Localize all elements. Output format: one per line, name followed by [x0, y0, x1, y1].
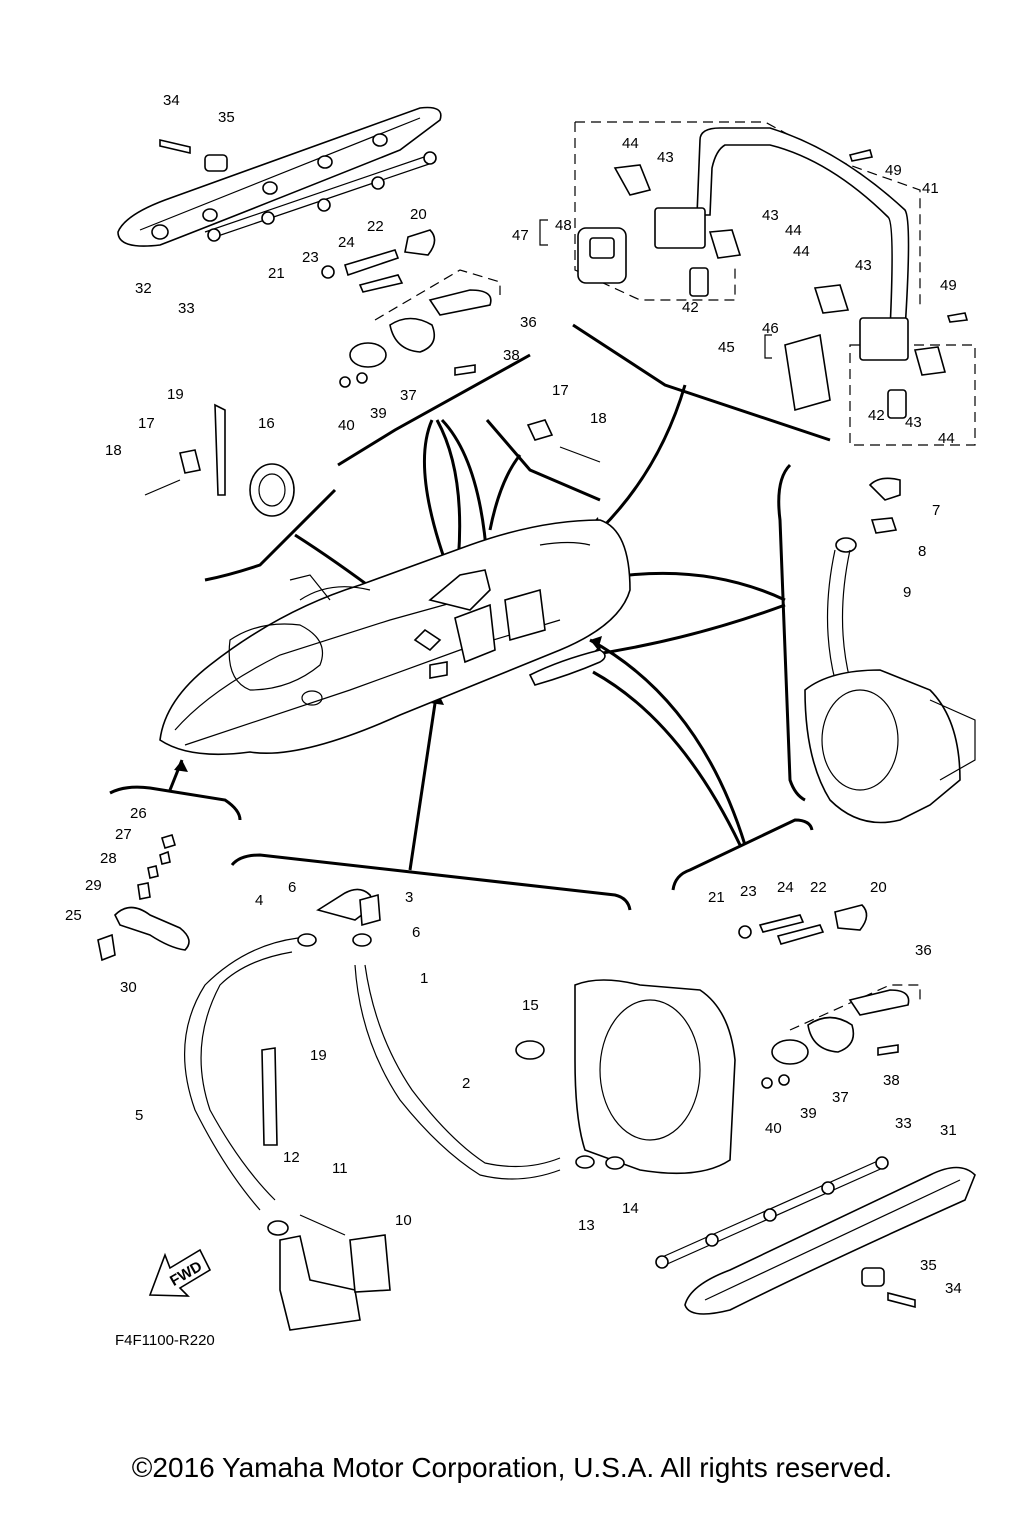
callout: 11	[332, 1160, 348, 1177]
callout: 19	[167, 386, 184, 403]
callout: 9	[903, 584, 911, 601]
callout: 7	[932, 502, 940, 519]
callout: 39	[800, 1105, 817, 1122]
fwd-arrow-icon: FWD	[148, 1248, 212, 1297]
callout: 25	[65, 907, 82, 924]
watercraft-hull	[159, 519, 631, 756]
callout: 27	[115, 826, 132, 843]
callout: 23	[740, 883, 757, 900]
callout: 40	[338, 417, 355, 434]
callout: 22	[367, 218, 384, 235]
callout: 45	[718, 339, 735, 356]
callout: 20	[410, 206, 427, 223]
callout: 8	[918, 543, 926, 560]
callout: 17	[138, 415, 155, 432]
callout: 23	[302, 249, 319, 266]
callout: 6	[288, 879, 296, 896]
callout: 19	[310, 1047, 327, 1064]
grab-bar-assembly	[574, 121, 976, 446]
drawing-code: F4F1100-R220	[115, 1332, 215, 1349]
callout: 34	[945, 1280, 962, 1297]
callout: 33	[895, 1115, 912, 1132]
callout: 26	[130, 805, 147, 822]
callout: 44	[622, 135, 639, 152]
callout: 2	[462, 1075, 470, 1092]
rail-32-assembly	[117, 106, 442, 247]
callout: 1	[420, 970, 428, 987]
callout: 49	[885, 162, 902, 179]
callout: 48	[555, 217, 572, 234]
callout: 43	[762, 207, 779, 224]
hose-assembly	[183, 888, 736, 1331]
callout: 22	[810, 879, 827, 896]
callout: 15	[522, 997, 539, 1014]
group-brackets	[109, 323, 831, 911]
copyright-notice: ©2016 Yamaha Motor Corporation, U.S.A. A…	[131, 1452, 893, 1483]
callout: 35	[218, 109, 235, 126]
callout: 46	[762, 320, 779, 337]
callout: 38	[503, 347, 520, 364]
callout: 43	[905, 414, 922, 431]
callout: 44	[793, 243, 810, 260]
callout: 32	[135, 280, 152, 297]
callout: 14	[622, 1200, 639, 1217]
group-braces	[539, 219, 772, 359]
bracket-25-assembly	[97, 834, 190, 962]
callout: 37	[832, 1089, 849, 1106]
callout: 33	[178, 300, 195, 317]
clip-assembly-top	[321, 229, 501, 388]
callout: 12	[283, 1149, 300, 1166]
callout: 47	[512, 227, 529, 244]
callout: 37	[400, 387, 417, 404]
callout: 36	[915, 942, 932, 959]
callout: 24	[777, 879, 794, 896]
callout: 18	[590, 410, 607, 427]
callout-labels: 34 35 32 33 20 22 24 23 21 36 37 38 39 4…	[65, 92, 962, 1349]
callout: 38	[883, 1072, 900, 1089]
tie-grommet-parts	[144, 403, 601, 517]
clip-assembly-bottom	[738, 904, 921, 1089]
callout: 10	[395, 1212, 412, 1229]
callout: 18	[105, 442, 122, 459]
callout: 16	[258, 415, 275, 432]
callout: 17	[552, 382, 569, 399]
callout: 29	[85, 877, 102, 894]
callout: 28	[100, 850, 117, 867]
callout: 35	[920, 1257, 937, 1274]
callout: 42	[868, 407, 885, 424]
callout: 36	[520, 314, 537, 331]
callout: 21	[268, 265, 285, 282]
callout: 4	[255, 892, 263, 909]
callout: 39	[370, 405, 387, 422]
callout: 13	[578, 1217, 595, 1234]
callout: 44	[785, 222, 802, 239]
callout: 43	[855, 257, 872, 274]
callout: 49	[940, 277, 957, 294]
callout: 34	[163, 92, 180, 109]
callout: 43	[657, 149, 674, 166]
callout: 44	[938, 430, 955, 447]
callout: 6	[412, 924, 420, 941]
callout: 21	[708, 889, 725, 906]
callout: 5	[135, 1107, 143, 1124]
callout: 30	[120, 979, 137, 996]
callout: 20	[870, 879, 887, 896]
callout: 40	[765, 1120, 782, 1137]
callout: 41	[922, 180, 939, 197]
rail-31-assembly	[655, 1156, 976, 1315]
jet-pump-nozzle	[804, 477, 976, 824]
callout: 24	[338, 234, 355, 251]
callout: 42	[682, 299, 699, 316]
callout: 3	[405, 889, 413, 906]
callout: 31	[940, 1122, 957, 1139]
